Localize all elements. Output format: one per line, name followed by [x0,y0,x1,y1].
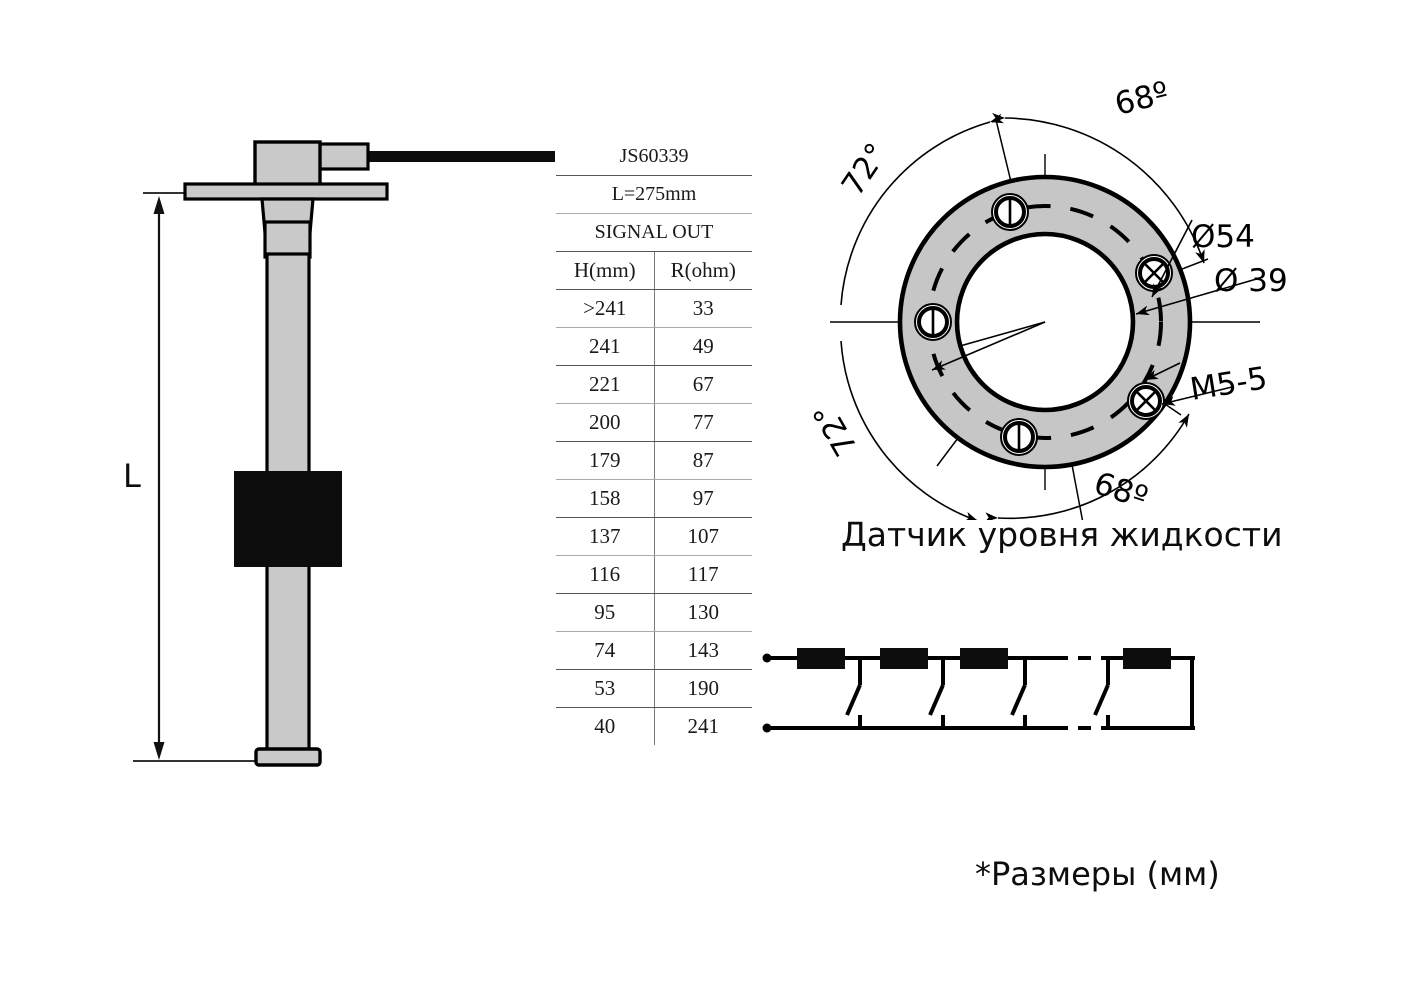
probe-length-value: L=275mm [556,175,752,214]
resistor [1123,648,1171,669]
bolt-hole [914,303,952,341]
angle-dimension-arcs [840,112,1205,520]
angle-label-bottom-68: 68º [1090,465,1153,516]
flange-plan-view: 68º 72° 72° 68º Ø54 Ø 39 M5-5 [806,75,1288,520]
inner-diameter-label: Ø 39 [1214,263,1288,299]
bolt-hole [1135,254,1173,292]
float-body [234,471,342,567]
cell-r: 117 [654,555,752,594]
cell-h: 40 [556,707,655,745]
column-header-r: R(ohm) [654,251,752,290]
diameter-leaders [931,219,1261,371]
table-header-row: H(mm) R(ohm) [556,251,752,290]
switch-branch [1010,658,1027,728]
angle-label-left-top-72: 72° [835,137,896,203]
cell-r: 107 [654,517,752,556]
terminal-dot-top [762,653,772,663]
model-number: JS60339 [556,138,752,176]
cell-h: >241 [556,289,655,328]
bottom-stop-cap [254,747,322,767]
mounting-flange-plate [183,182,389,201]
cell-h: 137 [556,517,655,556]
length-dimension-label: L [123,457,141,495]
angle-label-top-68: 68º [1111,75,1172,123]
sensor-cable [365,151,555,162]
bolt-hole-group [914,193,1173,456]
cell-h: 200 [556,403,655,442]
resistor [797,648,845,669]
cell-h: 95 [556,593,655,632]
cell-r: 87 [654,441,752,480]
bolt-hole [1000,418,1038,456]
sensor-head-housing [253,140,322,191]
switch-group [845,658,1110,728]
cell-r: 49 [654,327,752,366]
cell-h: 241 [556,327,655,366]
cell-h: 179 [556,441,655,480]
signal-out-label: SIGNAL OUT [556,213,752,252]
bolt-hole [991,193,1029,231]
switch-branch [845,658,862,728]
resistor-group [797,648,1171,669]
table-row: 40 241 [556,707,752,745]
resistor [880,648,928,669]
cell-h: 116 [556,555,655,594]
table-row-signal: SIGNAL OUT [556,213,752,252]
probe-elevation-drawing [133,140,555,767]
terminal-dot-bottom [762,723,772,733]
cell-h: 74 [556,631,655,670]
sensor-title-caption: Датчик уровня жидкости [841,515,1283,554]
table-row-length: L=275mm [556,175,752,214]
cell-r: 241 [687,714,720,738]
cell-r: 33 [654,289,752,328]
bolt-hole [1127,382,1165,420]
thread-spec-label: M5-5 [1188,360,1270,408]
units-note-caption: *Размеры (мм) [975,855,1220,893]
cell-h: 53 [556,669,655,708]
cell-r: 77 [654,403,752,442]
cell-r: 67 [654,365,752,404]
cell-h: 158 [556,479,655,518]
length-dimension-line [153,196,165,760]
cell-r: 190 [654,669,752,708]
cell-r: 143 [654,631,752,670]
column-header-h: H(mm) [556,251,655,290]
switch-branch [1093,658,1110,728]
cell-r: 130 [654,593,752,632]
table-row-model: JS60339 [556,138,752,176]
thread-leader [1144,362,1233,406]
cell-r: 97 [654,479,752,518]
specification-table: JS60339 L=275mm SIGNAL OUT H(mm) R(ohm) … [556,138,752,745]
cell-h: 221 [556,365,655,404]
resistor-ladder-schematic [762,648,1195,733]
probe-neck [260,197,315,259]
resistor [960,648,1008,669]
outer-diameter-label: Ø54 [1191,219,1255,255]
cable-connector [316,142,370,171]
switch-branch [928,658,945,728]
